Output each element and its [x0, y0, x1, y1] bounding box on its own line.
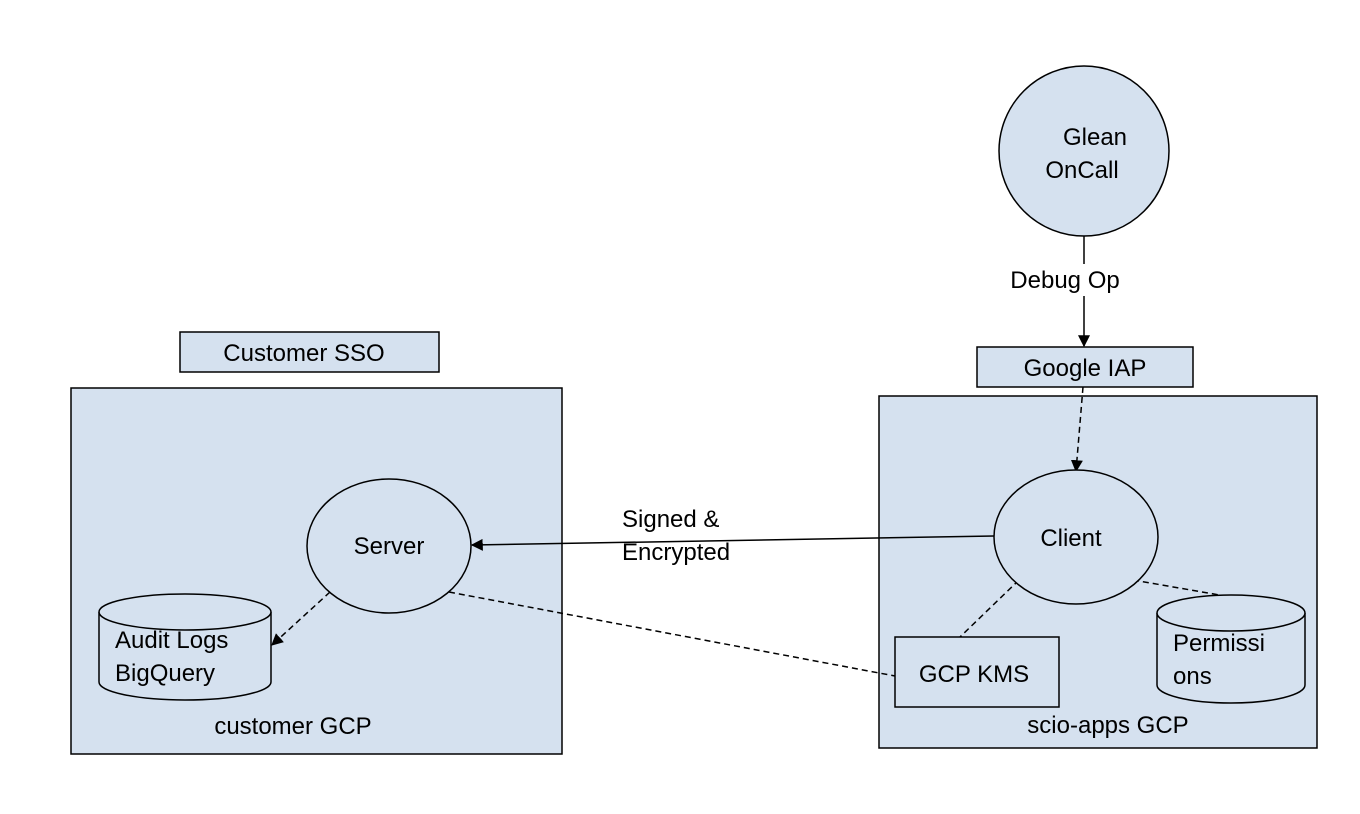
audit-logs-label-line2: BigQuery [115, 660, 215, 687]
glean-oncall-node[interactable] [998, 65, 1170, 237]
client-node[interactable] [993, 469, 1159, 605]
client-to-server-arrow [470, 535, 995, 551]
debug-op-label: Debug Op [1010, 267, 1119, 294]
server-to-audit-logs-arrow [271, 591, 331, 646]
gcp-kms-label: GCP KMS [919, 661, 1029, 688]
server-node[interactable] [306, 478, 472, 614]
customer-sso-box[interactable] [179, 331, 440, 373]
client-label: Client [1040, 525, 1102, 552]
client-to-permissions-link [1132, 579, 1232, 598]
google-iap-box[interactable] [976, 346, 1194, 388]
customer-sso-label: Customer SSO [223, 340, 384, 367]
debug-op-label-bg [1000, 264, 1130, 296]
permissions-label-line2: ons [1173, 663, 1212, 690]
customer-gcp-label: customer GCP [214, 713, 371, 740]
permissions-label-line1: Permissi [1173, 630, 1265, 657]
signed-encrypted-label-line2: Encrypted [622, 539, 730, 566]
server-label: Server [354, 533, 425, 560]
permissions-cylinder-top [1156, 594, 1306, 632]
glean-oncall-label-line2: OnCall [1045, 157, 1118, 184]
permissions-cylinder-body [1156, 613, 1306, 704]
iap-to-client-arrow [1070, 386, 1084, 473]
server-to-kms-link [448, 591, 896, 677]
permissions-database[interactable] [1156, 594, 1306, 704]
audit-logs-label-line1: Audit Logs [115, 627, 228, 654]
signed-encrypted-label-line1: Signed & [622, 506, 719, 533]
audit-logs-cylinder-top [98, 593, 272, 631]
audit-logs-cylinder-body [98, 612, 272, 701]
scio-apps-gcp-label: scio-apps GCP [1027, 712, 1188, 739]
glean-oncall-label-line1: Glean [1063, 124, 1127, 151]
client-to-kms-link [959, 579, 1020, 638]
google-iap-label: Google IAP [1024, 355, 1147, 382]
gcp-kms-box[interactable] [894, 636, 1060, 708]
audit-logs-database[interactable] [98, 593, 272, 701]
